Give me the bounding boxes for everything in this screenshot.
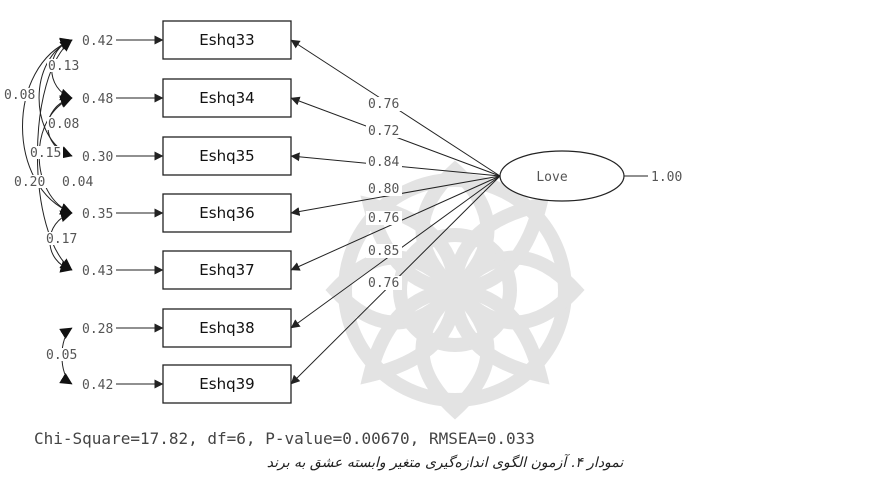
indicator-label: Eshq39 [199, 375, 254, 393]
error-covariance-label-bg [47, 117, 81, 130]
indicator-box [162, 20, 292, 60]
loading-value: 0.76 [368, 276, 399, 291]
latent-variance-value: 1.00 [651, 170, 682, 185]
loading-value: 0.76 [368, 211, 399, 226]
error-variance-value: 0.28 [82, 322, 113, 337]
loading-label-bg [366, 211, 402, 225]
error-covariance-label-bg [29, 146, 63, 159]
error-covariance-layer: 0.13 0.08 0.08 0.15 0.20 0.04 0.17 0.05 [3, 37, 95, 385]
error-covariance-value: 0.08 [4, 88, 35, 103]
error-covariance-value: 0.08 [48, 117, 79, 132]
loading-value: 0.80 [368, 182, 399, 197]
indicator-eshq38: Eshq38 [162, 308, 292, 348]
error-variance-value: 0.42 [82, 378, 113, 393]
indicator-eshq39: Eshq39 [162, 364, 292, 404]
error-covariance-path [22, 38, 73, 215]
error-covariance-label-bg [45, 348, 79, 361]
indicator-label: Eshq37 [199, 261, 254, 279]
figure-caption-block: نمودار ۴. آزمون الگوی اندازه‌گیری متغیر … [267, 453, 625, 471]
indicator-box [162, 136, 292, 176]
loading-label-bg [366, 276, 402, 290]
indicator-eshq35: Eshq35 [162, 136, 292, 176]
indicator-box [162, 308, 292, 348]
indicator-box [162, 364, 292, 404]
indicator-box [162, 193, 292, 233]
indicator-label: Eshq38 [199, 319, 254, 337]
indicator-box [162, 250, 292, 290]
error-covariance-path [38, 38, 73, 158]
error-covariance-value: 0.15 [30, 146, 61, 161]
error-covariance-label-bg [3, 88, 37, 101]
error-covariance-label-bg [47, 59, 81, 72]
latent-variable: Love 1.00 [499, 150, 682, 202]
fit-statistics-block: Chi-Square=17.82, df=6, P-value=0.00670,… [34, 429, 535, 448]
error-variance-value: 0.43 [82, 264, 113, 279]
latent-label: Love [536, 170, 567, 185]
error-covariance-label-bg [45, 232, 79, 245]
error-covariance-value: 0.04 [62, 175, 93, 190]
error-covariance-value: 0.05 [46, 348, 77, 363]
figure-caption: نمودار ۴. آزمون الگوی اندازه‌گیری متغیر … [267, 453, 625, 471]
indicator-layer: Eshq33Eshq34Eshq35Eshq36Eshq37Eshq38Eshq… [162, 20, 292, 404]
loading-value: 0.84 [368, 155, 399, 170]
error-covariance-label-bg [61, 175, 95, 188]
fit-statistics: Chi-Square=17.82, df=6, P-value=0.00670,… [34, 429, 535, 448]
error-variance-value: 0.30 [82, 150, 113, 165]
loading-label-bg [366, 182, 402, 196]
indicator-label: Eshq36 [199, 204, 254, 222]
indicator-box [162, 78, 292, 118]
error-variance-value: 0.42 [82, 34, 113, 49]
indicator-eshq33: Eshq33 [162, 20, 292, 60]
indicator-eshq34: Eshq34 [162, 78, 292, 118]
error-covariance-value: 0.20 [14, 175, 45, 190]
error-covariance-value: 0.13 [48, 59, 79, 74]
indicator-label: Eshq35 [199, 147, 254, 165]
indicator-eshq36: Eshq36 [162, 193, 292, 233]
error-variance-value: 0.35 [82, 207, 113, 222]
error-covariance-value: 0.17 [46, 232, 77, 247]
error-variance-value: 0.48 [82, 92, 113, 107]
loading-value: 0.72 [368, 124, 399, 139]
factor-loading-layer: 0.76 0.72 0.84 0.80 0.76 0.85 0.76 [290, 39, 501, 385]
indicator-eshq37: Eshq37 [162, 250, 292, 290]
loading-label-bg [366, 244, 402, 258]
indicator-label: Eshq33 [199, 31, 254, 49]
loading-label-bg [366, 155, 402, 169]
loading-label-bg [366, 97, 402, 111]
error-covariance-label-bg [13, 175, 47, 188]
error-variance-layer: 0.42 0.48 0.30 0.35 0.43 0.28 0.42 [82, 34, 164, 393]
journal-logo-watermark [325, 160, 585, 420]
loading-value: 0.76 [368, 97, 399, 112]
loading-label-bg [366, 124, 402, 138]
loading-value: 0.85 [368, 244, 399, 259]
indicator-label: Eshq34 [199, 89, 254, 107]
